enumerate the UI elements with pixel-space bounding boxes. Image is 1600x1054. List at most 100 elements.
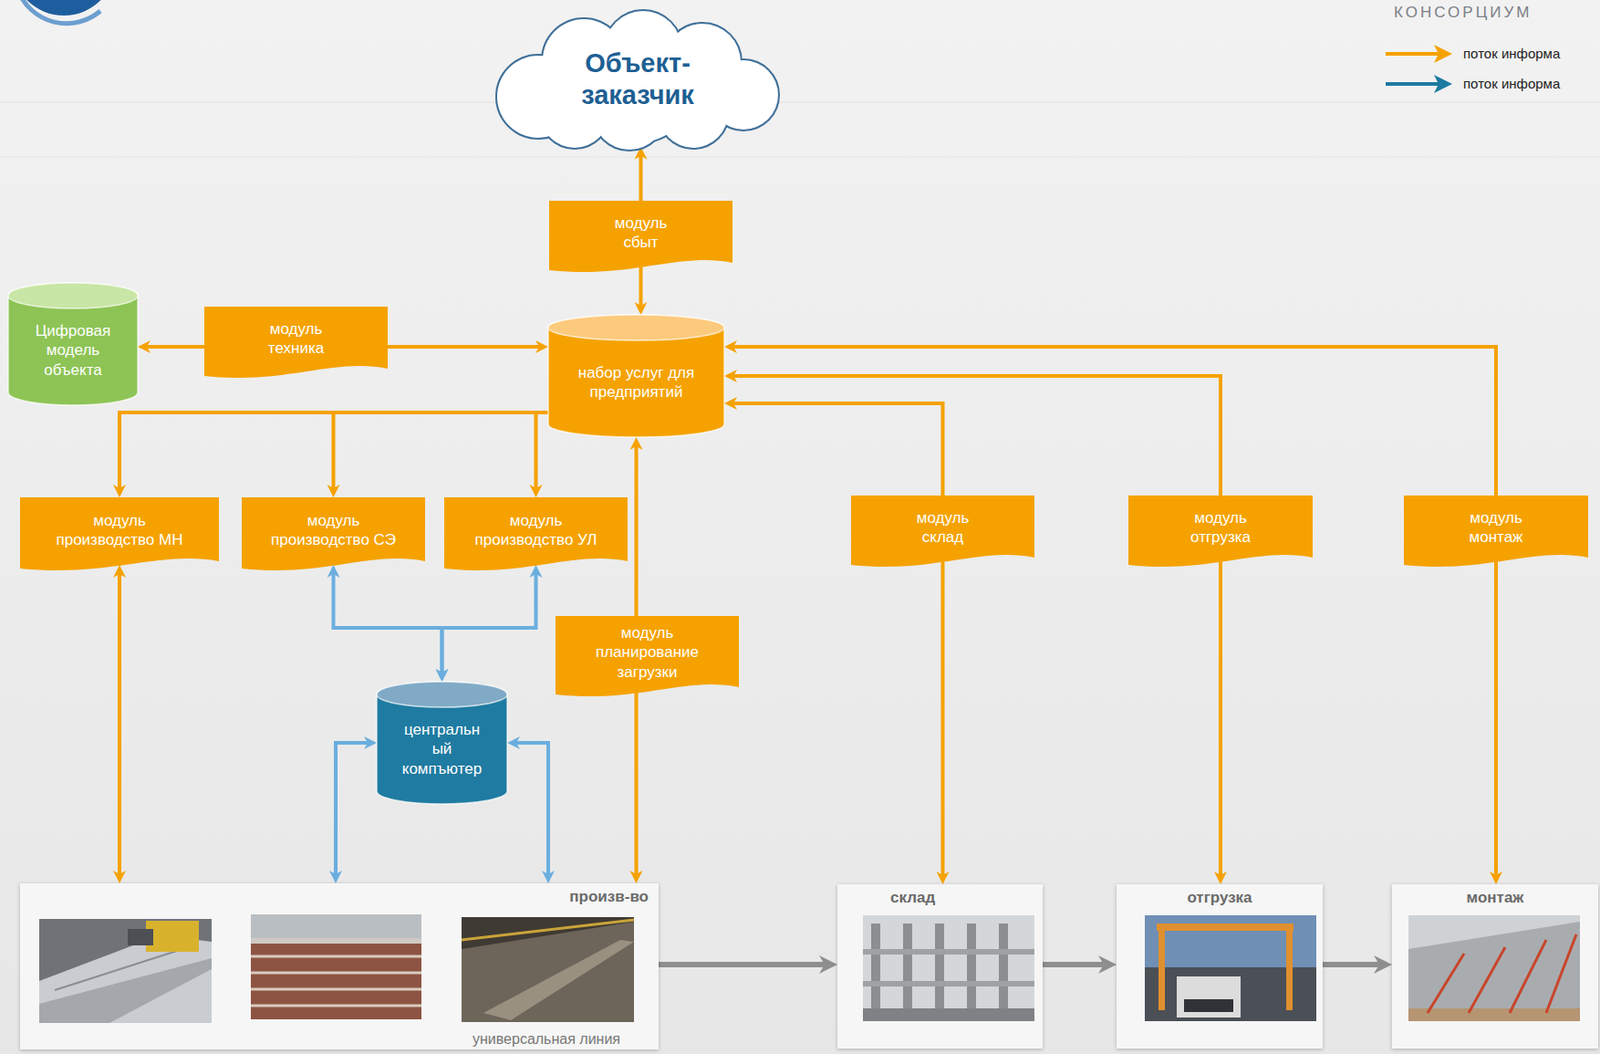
photo-universal-line [461,916,634,1022]
photo-detail [862,948,1035,955]
photo-detail [998,923,1008,1015]
photo-brick-panels [250,914,422,1019]
module-shape [549,200,733,272]
flow-connector [1322,961,1383,967]
flow-connector [730,346,1497,496]
flow-connector [634,688,639,877]
module-shape [444,497,628,571]
photo-detail [1468,946,1506,1013]
photo-detail [483,939,634,1020]
cloud-shape [474,5,801,154]
logo-arc [18,0,101,24]
node-label: модуль склад [902,508,985,548]
module-box: модуль производство УЛ [444,497,628,574]
photo-detail [862,914,1035,1021]
photo-detail [250,937,422,944]
node-label: Объект- заказчик [550,47,725,112]
cylinder-body [376,681,508,804]
photo-detail [862,980,1035,987]
stage-heading: произв-во [569,887,649,906]
photo-detail [250,914,422,1019]
module-shape [851,495,1035,567]
flow-connector [730,403,944,496]
photo-detail [250,1004,422,1008]
line-caption: универсальная линия [472,1029,621,1048]
flow-connector [639,153,644,201]
module-box: модуль планирование загрузки [555,615,739,700]
photo-detail [250,971,422,975]
cylinder-top [376,681,508,707]
flow-connector [513,742,549,877]
photo-detail [1408,914,1580,1021]
module-shape [1403,495,1589,567]
photo-detail [1546,934,1577,1013]
module-box: модуль склад [851,495,1035,571]
legend-row: поток информа [1463,44,1560,63]
node-label: модуль монтаж [1454,508,1538,548]
flow-connector [333,571,443,676]
node-label: модуль сбыт [600,213,683,253]
photo-detail [935,923,945,1015]
stage-heading: отгрузка [1186,888,1252,907]
flow-connector [634,443,639,616]
photo-detail [1184,998,1234,1012]
database-cylinder: набор услуг для предприятий [548,314,725,437]
node-label: модуль планирование загрузки [590,623,705,682]
photo-detail [250,987,422,991]
flow-connector [144,344,205,349]
node-label: модуль производство СЭ [265,510,403,551]
photo-detail [1509,939,1547,1013]
photo-detail [1156,923,1294,931]
module-box: модуль производство МН [20,497,219,574]
photo-detail [461,919,634,940]
database-cylinder: центральн ый компъютер [376,681,508,804]
flow-connector [335,742,371,877]
node-label: центральн ый компъютер [398,719,487,779]
module-shape [555,615,739,697]
ground-stripe [0,155,1600,158]
photo-assembly [1408,914,1580,1021]
cylinder-top [8,282,138,309]
legend-text: поток информа [1463,74,1560,94]
photo-detail [1144,914,1317,1021]
flow-connector [119,412,549,491]
database-cylinder: Цифровая модель объекта [8,282,138,406]
flow-connector [1042,961,1108,967]
photo-detail [871,923,881,1015]
photo-detail [966,923,977,1015]
photo-detail [1286,923,1293,1010]
photo-slab-line [39,918,212,1023]
photo-detail [1176,976,1241,1018]
flow-connector [1218,561,1223,878]
photo-detail [1408,1007,1580,1021]
ground-stripe [0,101,1600,104]
flow-connector [442,571,537,676]
legend-arrow-line [1385,51,1444,56]
photo-detail [1158,923,1165,1010]
flow-connector [387,344,542,349]
module-shape [241,497,426,571]
module-box: модуль отгрузка [1128,495,1313,571]
flow-connector [536,412,550,491]
module-box: модуль сбыт [549,200,733,276]
node-label: Цифровая модель объекта [21,321,125,380]
photo-detail [250,937,422,1019]
flow-connector [730,375,1221,496]
cylinder-body [8,282,138,406]
stage-heading: склад [890,888,936,907]
module-box: модуль техника [204,306,388,382]
node-label: модуль техника [255,319,338,359]
flow-connector [941,561,946,878]
node-label: модуль отгрузка [1179,508,1262,548]
flow-connector [658,961,829,967]
photo-detail [1408,921,1580,1021]
cylinder-body [548,314,725,437]
ground-stripe [0,692,1600,695]
brand-label: КОНСОРЦИУМ [1393,3,1532,22]
photo-detail [39,918,212,1023]
legend-arrow-head [1433,44,1453,63]
node-label: модуль производство УЛ [467,510,605,551]
photo-detail [250,955,422,958]
